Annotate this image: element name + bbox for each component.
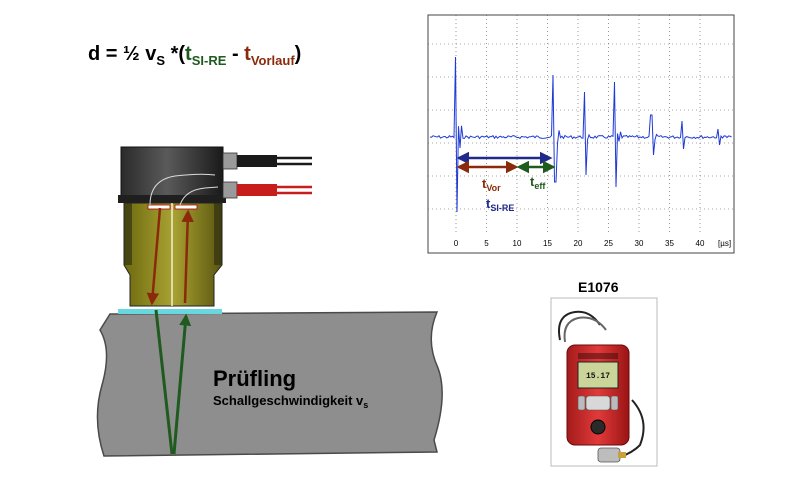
formula: d = ½ vS *(tSI-RE - tVorlauf)	[88, 43, 301, 68]
scope-tick-label: 25	[604, 239, 613, 248]
formula-close: )	[295, 43, 302, 65]
specimen-name: Prüfling	[213, 366, 296, 391]
formula-d: d = ½ v	[88, 43, 157, 65]
sound-path-specimen-1	[154, 309, 174, 455]
scope-tick-label: 35	[665, 239, 674, 248]
formula-t2: t	[244, 43, 251, 65]
scope-tick-labels: 0 5 10 15 20 25 30 35 40	[454, 239, 705, 248]
crystal-right	[174, 204, 198, 210]
probe-cap	[120, 146, 224, 198]
formula-s-sub: S	[156, 53, 165, 68]
connector-black-socket	[222, 152, 238, 170]
device-power-button	[590, 419, 606, 435]
probe-body	[123, 202, 223, 307]
device-photo: 15.17	[550, 297, 658, 467]
probe-wire-1	[149, 173, 216, 206]
sound-path-specimen-2	[172, 313, 192, 455]
scope-unit: [µs]	[718, 239, 731, 248]
connector-red-socket	[222, 181, 238, 199]
label-t-sire: tSI-RE	[486, 196, 514, 213]
probe	[118, 146, 312, 307]
probe-wire-2	[179, 186, 219, 206]
scope-grid	[428, 15, 734, 234]
device-screen-value: 15.17	[586, 372, 610, 381]
scope-tick-label: 5	[484, 239, 489, 248]
scope-tick-label: 10	[513, 239, 522, 248]
scope-signal	[429, 56, 732, 213]
connector-black	[237, 155, 277, 167]
device-screen	[577, 361, 619, 389]
device-key-center	[585, 395, 611, 411]
formula-t2-sub: Vorlauf	[251, 53, 295, 68]
formula-minus: -	[226, 43, 244, 65]
label-t-vor: tVor	[482, 176, 501, 193]
scope-frame	[427, 14, 735, 254]
device-probe	[597, 447, 621, 463]
scope-tick-label: 15	[543, 239, 552, 248]
formula-star: *(	[165, 43, 185, 65]
device-cable-1	[558, 310, 601, 341]
label-t-eff: teff	[530, 174, 546, 191]
connector-red	[237, 184, 277, 196]
scope-tick-label: 20	[574, 239, 583, 248]
sound-path-delay-2	[181, 209, 194, 304]
sound-path-delay-1	[146, 207, 162, 306]
specimen-subtitle: Schallgeschwindigkeit vs	[213, 393, 368, 410]
specimen-subtitle-sub: s	[363, 400, 368, 410]
scope-tick-label: 40	[696, 239, 705, 248]
formula-t1: t	[185, 43, 192, 65]
oscilloscope: 0 5 10 15 20 25 30 35 40 [µs] tVor teff tSI-RE	[427, 14, 735, 254]
device-model: E1076	[578, 279, 619, 295]
specimen-subtitle-text: Schallgeschwindigkeit v	[213, 393, 364, 408]
probe-collar	[118, 195, 226, 203]
scope-tick-label: 30	[635, 239, 644, 248]
formula-t1-sub: SI-RE	[192, 53, 227, 68]
couplant-layer	[118, 309, 222, 314]
scope-tick-label: 0	[454, 239, 459, 248]
